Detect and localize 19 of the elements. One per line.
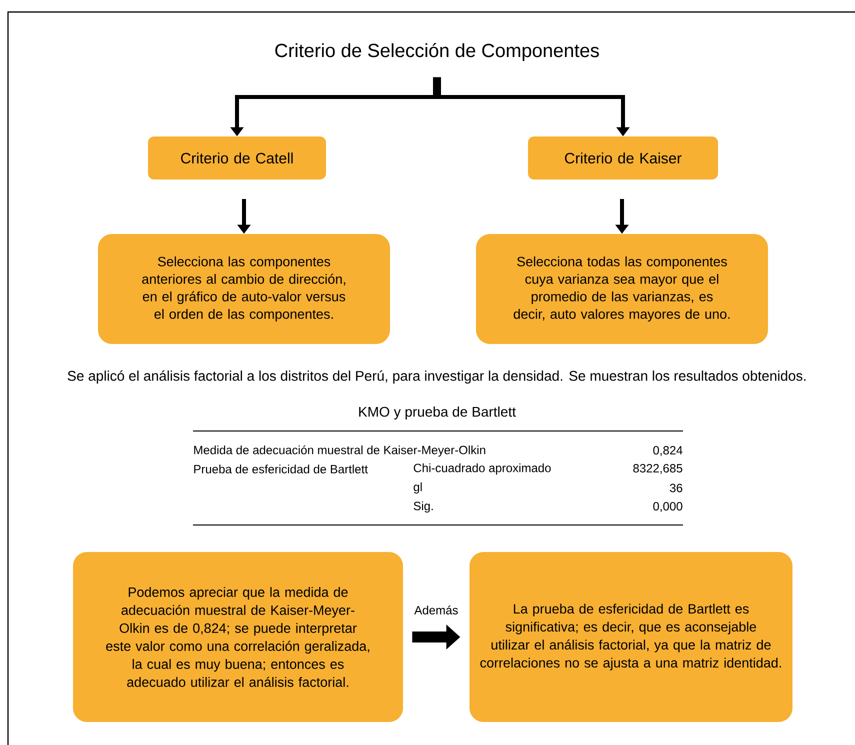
note-text: Se aplicó el análisis factorial a los distritos del Perú, para investigar la densidad. Se muestran los resultados obtenidos. (68, 370, 806, 384)
table-cell: 8322,685 (633, 464, 682, 474)
table-cell: Sig. (414, 501, 433, 513)
criterion-box: Criterio de Kaiser (528, 136, 718, 180)
table-cell: gl (414, 482, 422, 494)
description-box: Selecciona las componentes anteriores al cambio de dirección, en el gráfico de auto-valor versus el orden de las componentes. (98, 234, 390, 344)
criterion-box: Criterio de Catell (148, 136, 326, 180)
table-cell: Prueba de esfericidad de Bartlett (194, 464, 368, 474)
conclusion-box: La prueba de esfericidad de Bartlett es significativa; es decir, que es aconsejable utilizar el análisis factorial, ya que la matriz de correlaciones no se ajusta a una matriz identidad. (470, 552, 792, 722)
table-cell: Chi-cuadrado aproximado (414, 463, 551, 475)
table-title: KMO y prueba de Bartlett (359, 406, 516, 420)
table-cell: 0,000 (653, 502, 682, 512)
description-box: Selecciona todas las componentes cuya varianza sea mayor que el promedio de las varianzas, es decir, auto valores mayores de uno. (476, 234, 768, 344)
heading-text: Criterio de Selección de Componentes (275, 43, 599, 61)
conclusion-box: Podemos apreciar que la medida de adecuación muestral de Kaiser-Meyer-Olkin es de 0,824; se puede interpretar este valor como una correlación geralizada, la cual es muy buena; entonces es adecuado utilizar el análisis factorial. (73, 552, 403, 722)
table-cell: 0,824 (653, 446, 682, 456)
table-cell: 36 (670, 484, 682, 492)
table-cell: Medida de adecuación muestral de Kaiser-Meyer-Olkin (194, 445, 486, 457)
edge-label: Además (414, 606, 458, 614)
